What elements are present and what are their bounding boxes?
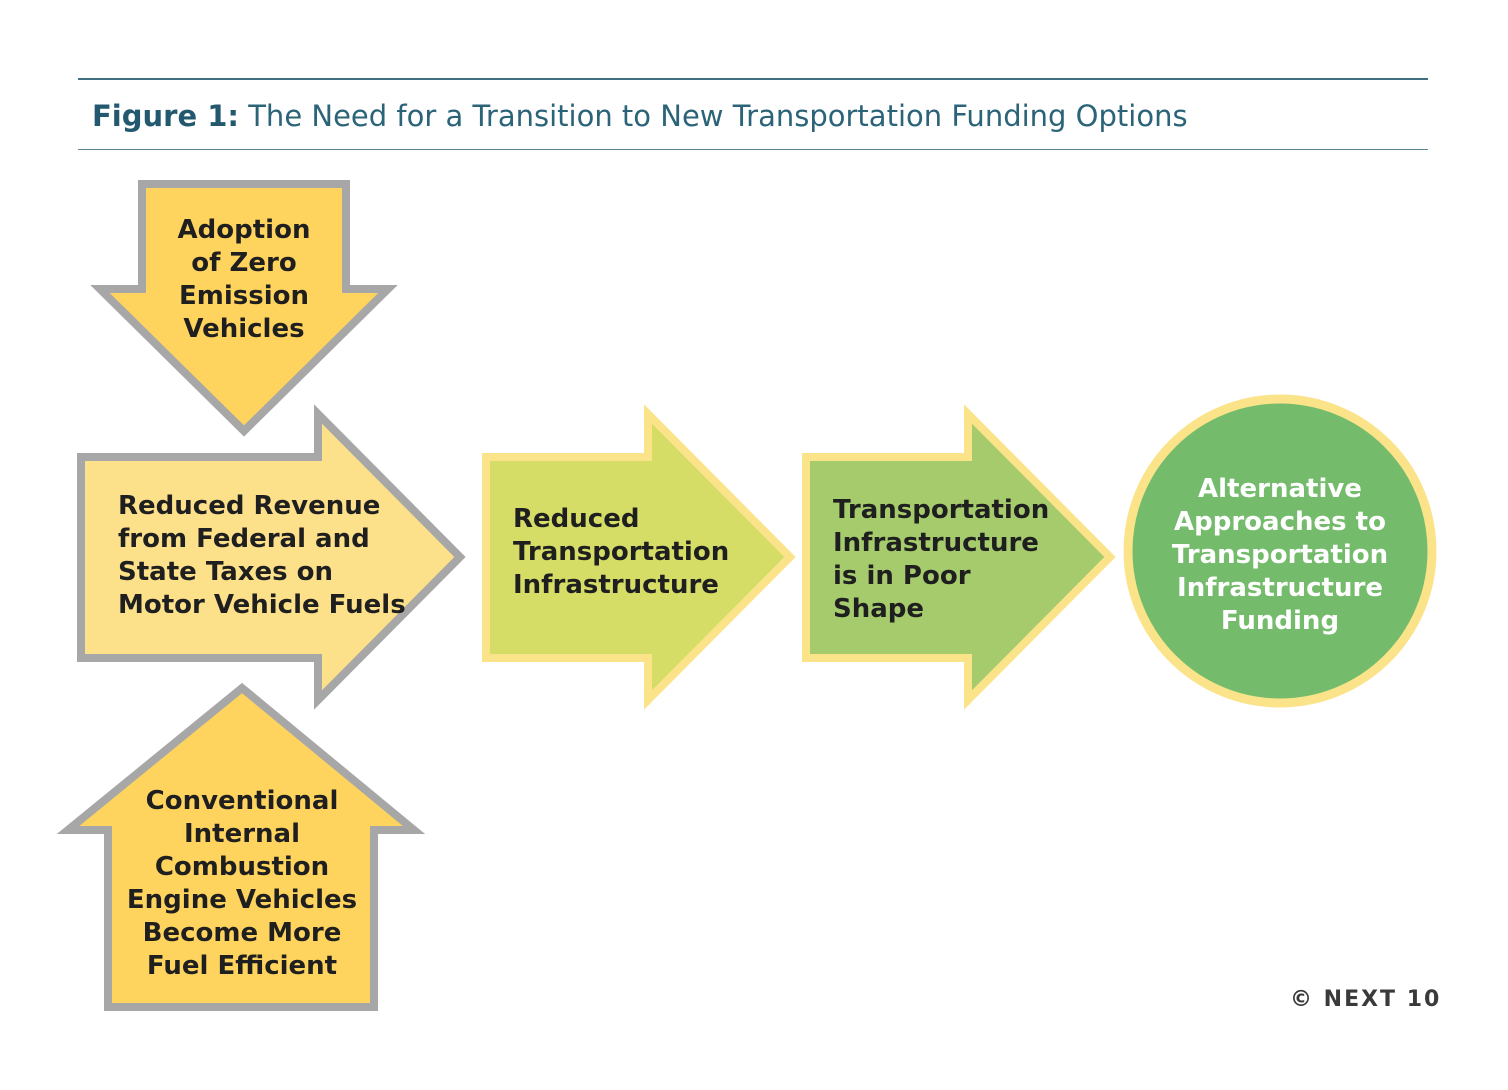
reduced-infrastructure-line: Transportation	[513, 537, 730, 567]
alternative-funding-line: Alternative	[1198, 474, 1362, 504]
figure-label: Figure 1:	[92, 99, 239, 133]
fuel-efficient-line: Internal	[183, 819, 301, 849]
reduced-revenue-line: from Federal and	[118, 524, 370, 554]
fuel-efficient-label: Conventional Internal Combustion Engine …	[112, 785, 372, 983]
alternative-funding-line: Transportation	[1171, 540, 1389, 570]
poor-shape-line: Shape	[833, 594, 925, 624]
fuel-efficient-line: Combustion	[154, 852, 330, 882]
reduced-infrastructure-label: Reduced Transportation Infrastructure	[513, 503, 729, 602]
fuel-efficient-line: Conventional	[145, 786, 339, 816]
fuel-efficient-up-arrow	[56, 682, 426, 1011]
reduced-revenue-line: State Taxes on	[118, 557, 334, 587]
zero-emission-down-arrow	[90, 180, 398, 437]
reduced-revenue-line: Reduced Revenue	[118, 491, 381, 521]
figure-title: Figure 1: The Need for a Transition to N…	[92, 99, 1188, 133]
reduced-infrastructure-arrow	[482, 404, 796, 710]
bottom-rule	[78, 149, 1428, 150]
alternative-funding-line: Infrastructure	[1177, 573, 1383, 603]
poor-shape-line: is in Poor	[833, 561, 971, 591]
fuel-efficient-line: Engine Vehicles	[126, 885, 358, 915]
poor-shape-arrow	[802, 404, 1116, 710]
alternative-funding-circle	[1123, 394, 1437, 708]
poor-shape-label: Transportation Infrastructure is in Poor…	[833, 494, 1049, 626]
reduced-revenue-arrow	[77, 404, 466, 710]
reduced-infrastructure-line: Reduced	[513, 504, 640, 534]
alternative-funding-line: Funding	[1220, 606, 1340, 636]
alternative-funding-line: Approaches to	[1174, 507, 1386, 537]
zero-emission-line: of Zero	[191, 248, 297, 278]
poor-shape-line: Infrastructure	[833, 528, 1039, 558]
reduced-infrastructure-line: Infrastructure	[513, 570, 719, 600]
copyright-notice: © NEXT 10	[1290, 987, 1442, 1012]
zero-emission-line: Adoption	[177, 215, 311, 245]
fuel-efficient-line: Become More	[142, 918, 342, 948]
reduced-revenue-line: Motor Vehicle Fuels	[118, 590, 406, 620]
poor-shape-line: Transportation	[833, 495, 1050, 525]
alternative-funding-label: Alternative Approaches to Transportation…	[1150, 473, 1410, 638]
reduced-revenue-label: Reduced Revenue from Federal and State T…	[118, 490, 406, 622]
top-rule	[78, 78, 1428, 80]
zero-emission-line: Vehicles	[183, 314, 305, 344]
figure-title-text: The Need for a Transition to New Transpo…	[248, 99, 1188, 133]
fuel-efficient-line: Fuel Efficient	[146, 951, 338, 981]
zero-emission-line: Emission	[179, 281, 309, 311]
zero-emission-label: Adoption of Zero Emission Vehicles	[144, 214, 344, 346]
